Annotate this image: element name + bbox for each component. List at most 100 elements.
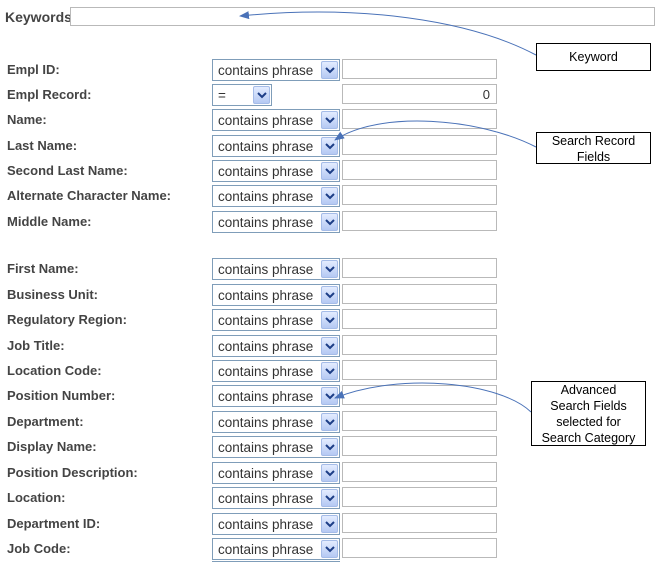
field-row-second-last-name: Second Last Name: contains phrase xyxy=(0,160,500,182)
chevron-down-icon[interactable] xyxy=(321,286,338,304)
operator-select[interactable]: contains phrase xyxy=(212,109,340,131)
operator-select[interactable]: contains phrase xyxy=(212,135,340,157)
field-row-department: Department: contains phrase xyxy=(0,411,500,433)
field-row-last-name: Last Name: contains phrase xyxy=(0,135,500,157)
callout-search-record-fields: Search Record Fields xyxy=(536,132,651,164)
chevron-down-icon[interactable] xyxy=(321,61,338,79)
field-label: Middle Name: xyxy=(7,214,92,229)
operator-value: contains phrase xyxy=(218,517,314,532)
value-input[interactable] xyxy=(342,436,497,456)
field-row-empl-id: Empl ID: contains phrase xyxy=(0,59,500,81)
field-label: Location: xyxy=(7,490,66,505)
operator-select[interactable]: contains phrase xyxy=(212,462,340,484)
field-row-regulatory-region: Regulatory Region: contains phrase xyxy=(0,309,500,331)
operator-select[interactable]: contains phrase xyxy=(212,385,340,407)
field-row-name: Name: contains phrase xyxy=(0,109,500,131)
operator-value: contains phrase xyxy=(218,389,314,404)
value-input[interactable] xyxy=(342,411,497,431)
chevron-down-icon[interactable] xyxy=(321,464,338,482)
callout-line: Advanced xyxy=(560,383,617,397)
callout-keyword-text: Keyword xyxy=(569,50,618,64)
value-input[interactable] xyxy=(342,185,497,205)
chevron-down-icon[interactable] xyxy=(321,413,338,431)
operator-select[interactable]: contains phrase xyxy=(212,59,340,81)
operator-value: contains phrase xyxy=(218,164,314,179)
field-label: Regulatory Region: xyxy=(7,312,127,327)
chevron-down-icon[interactable] xyxy=(321,260,338,278)
field-label: Alternate Character Name: xyxy=(7,188,172,203)
value-input[interactable] xyxy=(342,513,497,533)
operator-select[interactable]: contains phrase xyxy=(212,309,340,331)
chevron-down-icon[interactable] xyxy=(321,489,338,507)
field-row-middle-name: Middle Name: contains phrase xyxy=(0,211,500,233)
field-row-position-number: Position Number: contains phrase xyxy=(0,385,500,407)
arrow-search-record xyxy=(334,120,537,148)
value-input[interactable] xyxy=(342,160,497,180)
chevron-down-icon[interactable] xyxy=(321,111,338,129)
chevron-down-icon[interactable] xyxy=(321,438,338,456)
callout-line: selected for xyxy=(556,415,621,429)
operator-select[interactable]: contains phrase xyxy=(212,411,340,433)
chevron-down-icon[interactable] xyxy=(321,213,338,231)
operator-value: contains phrase xyxy=(218,364,314,379)
field-label: Second Last Name: xyxy=(7,163,128,178)
operator-select[interactable]: contains phrase xyxy=(212,538,340,560)
value-input[interactable] xyxy=(342,462,497,482)
operator-select[interactable]: contains phrase xyxy=(212,211,340,233)
operator-value: contains phrase xyxy=(218,339,314,354)
operator-select[interactable]: contains phrase xyxy=(212,436,340,458)
field-label: Business Unit: xyxy=(7,287,99,302)
value-input[interactable] xyxy=(342,59,497,79)
operator-select[interactable]: = xyxy=(212,84,272,106)
field-row-position-description: Position Description: contains phrase xyxy=(0,462,500,484)
chevron-down-icon[interactable] xyxy=(321,540,338,558)
chevron-down-icon[interactable] xyxy=(321,162,338,180)
field-row-location: Location: contains phrase xyxy=(0,487,500,509)
operator-value: contains phrase xyxy=(218,415,314,430)
chevron-down-icon[interactable] xyxy=(321,515,338,533)
field-label: Empl ID: xyxy=(7,62,60,77)
operator-select[interactable]: contains phrase xyxy=(212,258,340,280)
field-label: Position Number: xyxy=(7,388,116,403)
operator-select[interactable]: contains phrase xyxy=(212,185,340,207)
callout-advanced-search-fields: Advanced Search Fields selected for Sear… xyxy=(531,381,646,446)
operator-select[interactable]: contains phrase xyxy=(212,487,340,509)
value-input[interactable] xyxy=(342,211,497,231)
chevron-down-icon[interactable] xyxy=(321,362,338,380)
keywords-label: Keywords xyxy=(5,9,72,25)
chevron-down-icon[interactable] xyxy=(321,137,338,155)
operator-select[interactable]: contains phrase xyxy=(212,284,340,306)
operator-value: contains phrase xyxy=(218,113,314,128)
operator-select[interactable]: contains phrase xyxy=(212,160,340,182)
chevron-down-icon[interactable] xyxy=(253,86,270,104)
value-input[interactable]: 0 xyxy=(342,84,497,104)
value-input[interactable] xyxy=(342,284,497,304)
operator-value: contains phrase xyxy=(218,313,314,328)
value-input[interactable] xyxy=(342,487,497,507)
chevron-down-icon[interactable] xyxy=(321,311,338,329)
value-input[interactable] xyxy=(342,335,497,355)
field-row-alternate-character-name: Alternate Character Name: contains phras… xyxy=(0,185,500,207)
field-label: Position Description: xyxy=(7,465,138,480)
chevron-down-icon[interactable] xyxy=(321,337,338,355)
value-input[interactable] xyxy=(342,360,497,380)
operator-select[interactable]: contains phrase xyxy=(212,360,340,382)
keywords-input[interactable] xyxy=(70,7,655,26)
operator-select[interactable]: contains phrase xyxy=(212,513,340,535)
field-row-department-id: Department ID: contains phrase xyxy=(0,513,500,535)
operator-select[interactable]: contains phrase xyxy=(212,335,340,357)
operator-value: contains phrase xyxy=(218,542,314,557)
operator-value: contains phrase xyxy=(218,288,314,303)
operator-value: = xyxy=(218,88,226,103)
field-row-first-name: First Name: contains phrase xyxy=(0,258,500,280)
value-input[interactable] xyxy=(342,258,497,278)
partial-select xyxy=(212,561,340,565)
operator-value: contains phrase xyxy=(218,63,314,78)
field-label: Job Title: xyxy=(7,338,65,353)
chevron-down-icon[interactable] xyxy=(321,187,338,205)
value-input[interactable] xyxy=(342,135,497,155)
operator-value: contains phrase xyxy=(218,189,314,204)
value-input[interactable] xyxy=(342,538,497,558)
value-input[interactable] xyxy=(342,309,497,329)
field-row-job-title: Job Title: contains phrase xyxy=(0,335,500,357)
